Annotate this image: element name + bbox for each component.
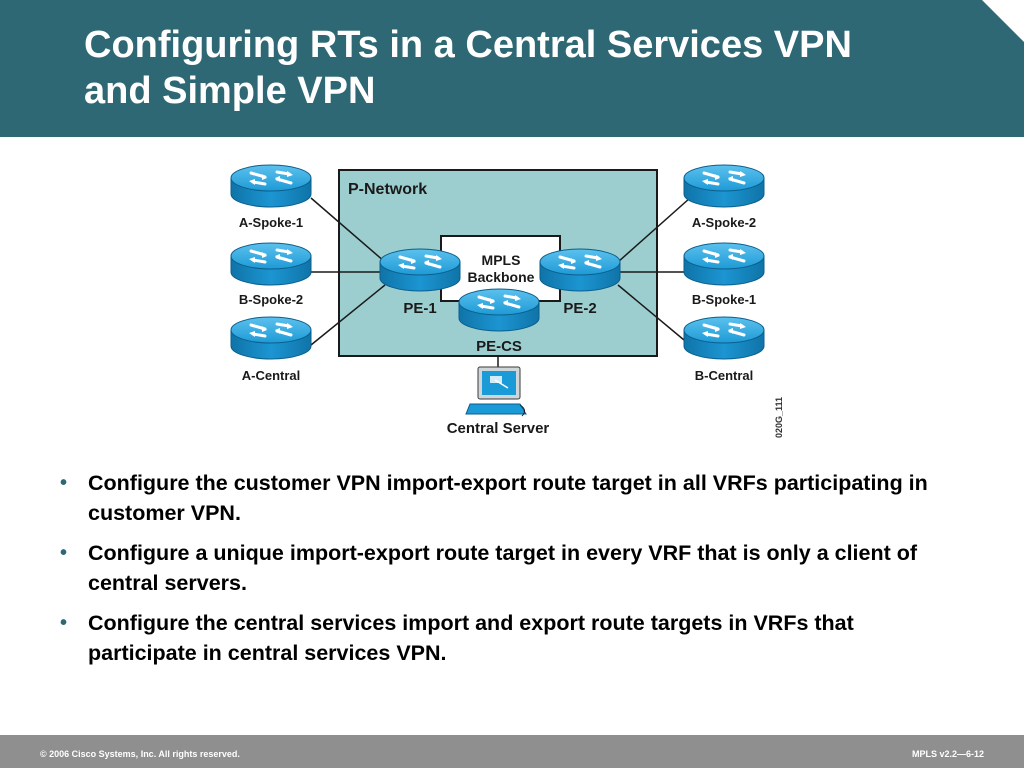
title-banner: Configuring RTs in a Central Services VP… [0,0,1024,137]
central-server-label: Central Server [447,420,550,437]
pe-1-label: PE-1 [403,300,436,317]
copyright-text: © 2006 Cisco Systems, Inc. All rights re… [40,749,240,759]
pe-cs-label: PE-CS [476,338,522,355]
a-central-router-icon [229,315,313,361]
bullet-list: •Configure the customer VPN import-expor… [58,468,958,678]
backbone-label-line2: Backbone [468,269,535,285]
a-spoke-2-router-icon [682,163,766,209]
a-central-label: A-Central [242,368,301,383]
p-network-label: P-Network [348,181,427,198]
banner-corner [982,0,1024,42]
a-spoke-2-label: A-Spoke-2 [692,215,756,230]
a-spoke-1-label: A-Spoke-1 [239,215,303,230]
b-central-label: B-Central [695,368,754,383]
figure-id: 020G_111 [774,397,784,438]
slide-title: Configuring RTs in a Central Services VP… [84,24,852,112]
bullet-item: •Configure the central services import a… [58,608,958,668]
central-server-icon [465,366,527,417]
bullet-dot: • [60,472,68,494]
backbone-label-line1: MPLS [482,252,521,268]
bullet-item: •Configure a unique import-export route … [58,538,958,598]
links [310,197,691,372]
bullet-dot: • [60,542,68,564]
b-spoke-1-label: B-Spoke-1 [692,292,756,307]
a-spoke-1-router-icon [229,163,313,209]
footer-bar: © 2006 Cisco Systems, Inc. All rights re… [0,735,1024,768]
bullet-item: •Configure the customer VPN import-expor… [58,468,958,528]
network-diagram: P-Network MPLS Backbone A-Spoke-1 B-Spok… [229,163,784,438]
b-spoke-2-router-icon [229,241,313,287]
page-number: MPLS v2.2—6-12 [911,749,984,759]
b-spoke-1-router-icon [682,241,766,287]
b-central-router-icon [682,315,766,361]
b-spoke-2-label: B-Spoke-2 [239,292,303,307]
pe-2-router-icon [538,247,622,293]
pe-1-router-icon [378,247,462,293]
pe-2-label: PE-2 [563,300,596,317]
bullet-dot: • [60,612,68,634]
pe-cs-router-icon [457,287,541,333]
